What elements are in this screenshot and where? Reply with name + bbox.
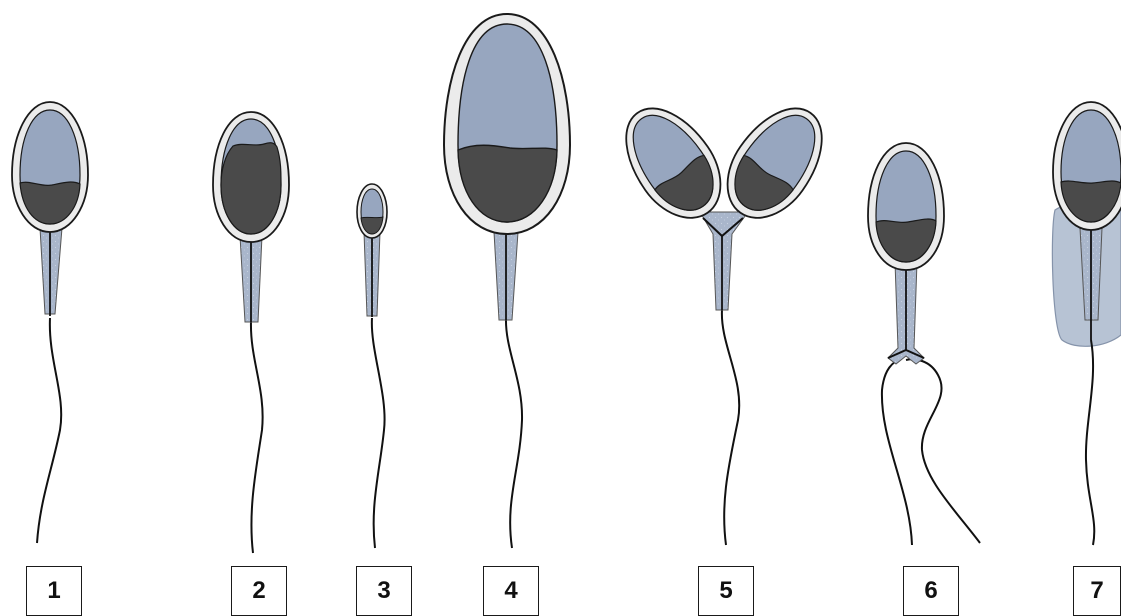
sperm-2-small-acrosome: [213, 112, 289, 553]
sperm-1-tail: [37, 318, 61, 543]
sperm-1-normal: [12, 102, 88, 543]
sperm-6-tail-right: [906, 359, 980, 543]
label-6: 6: [903, 566, 959, 616]
label-4: 4: [483, 566, 539, 616]
sperm-6-double-tail: [868, 143, 980, 545]
sperm-5-midpiece: [700, 212, 748, 310]
sperm-5-double-head: [606, 91, 841, 545]
label-7: 7: [1073, 566, 1121, 616]
sperm-3-small-head: [357, 184, 387, 548]
sperm-7-tail: [1086, 340, 1094, 545]
label-5: 5: [698, 566, 754, 616]
sperm-5-tail: [722, 310, 739, 545]
sperm-4-large-head: [444, 14, 570, 548]
sperm-7-cytoplasmic-droplet: [1052, 102, 1121, 545]
sperm-6-tail-left: [882, 358, 912, 545]
sperm-1-midpiece: [40, 228, 62, 314]
label-1: 1: [26, 566, 82, 616]
sperm-3-tail: [372, 318, 385, 548]
sperm-2-nucleus: [221, 143, 281, 234]
sperm-4-tail: [506, 318, 522, 548]
label-2: 2: [231, 566, 287, 616]
label-3: 3: [356, 566, 412, 616]
sperm-2-tail: [251, 322, 263, 553]
